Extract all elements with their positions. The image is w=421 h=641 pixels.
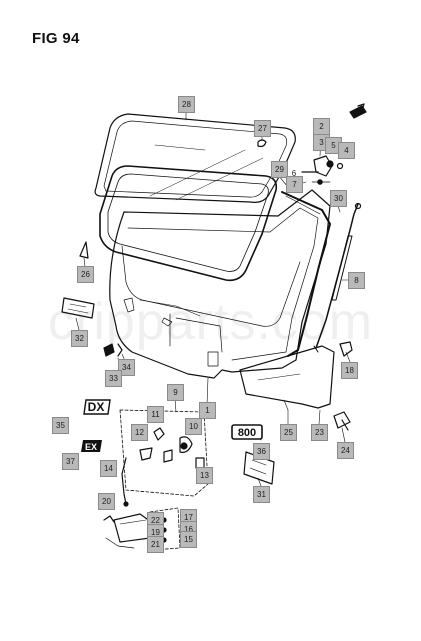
badge-800-text: 800 — [238, 427, 256, 439]
callout-10: 10 — [185, 418, 202, 435]
gas-strut — [313, 202, 362, 353]
rod-14 — [121, 457, 127, 505]
callout-4: 4 — [338, 142, 355, 159]
badge-800: 800 — [231, 424, 263, 440]
callout-31: 31 — [253, 486, 270, 503]
callout-15: 15 — [180, 531, 197, 548]
seal-26 — [79, 241, 89, 259]
callout-28: 28 — [178, 96, 195, 113]
latch-dashed — [149, 507, 181, 551]
figure-title: FIG 94 — [32, 30, 80, 47]
emblem-32 — [61, 297, 95, 319]
rear-glass — [94, 113, 296, 203]
callout-7: 7 — [286, 176, 303, 193]
callout-25: 25 — [280, 424, 297, 441]
callout-14: 14 — [100, 460, 117, 477]
callout-1: 1 — [199, 402, 216, 419]
lock-assembly — [119, 409, 209, 497]
callout-30: 30 — [330, 190, 347, 207]
callout-20: 20 — [98, 493, 115, 510]
lower-trim-panel — [239, 345, 335, 411]
catch-24 — [333, 411, 351, 431]
callout-9: 9 — [167, 384, 184, 401]
glass-moulding — [99, 165, 278, 282]
bolts — [301, 171, 331, 185]
stop-18 — [339, 341, 353, 357]
callout-33: 33 — [105, 370, 122, 387]
callout-12: 12 — [131, 424, 148, 441]
callout-23: 23 — [311, 424, 328, 441]
callout-11: 11 — [147, 406, 164, 423]
callout-24: 24 — [337, 442, 354, 459]
callout-34: 34 — [118, 359, 135, 376]
callout-29: 29 — [271, 161, 288, 178]
callout-32: 32 — [71, 330, 88, 347]
door-weatherstrip — [281, 191, 331, 357]
callout-21: 21 — [147, 536, 164, 553]
callout-6: 6 — [291, 169, 297, 178]
callout-35: 35 — [52, 417, 69, 434]
fasteners-33-34 — [103, 343, 123, 357]
callout-37: 37 — [62, 453, 79, 470]
callout-26: 26 — [77, 266, 94, 283]
badge-dx: DX — [83, 399, 111, 415]
badge-dx-text: DX — [88, 400, 105, 414]
callout-2: 2 — [313, 118, 330, 135]
callout-18: 18 — [341, 362, 358, 379]
callout-27: 27 — [254, 120, 271, 137]
badge-ex: EX — [81, 440, 102, 452]
clip-27 — [257, 139, 267, 148]
callout-13: 13 — [196, 467, 213, 484]
callout-36: 36 — [253, 443, 270, 460]
badge-ex-text: EX — [85, 442, 97, 452]
callout-8: 8 — [348, 272, 365, 289]
